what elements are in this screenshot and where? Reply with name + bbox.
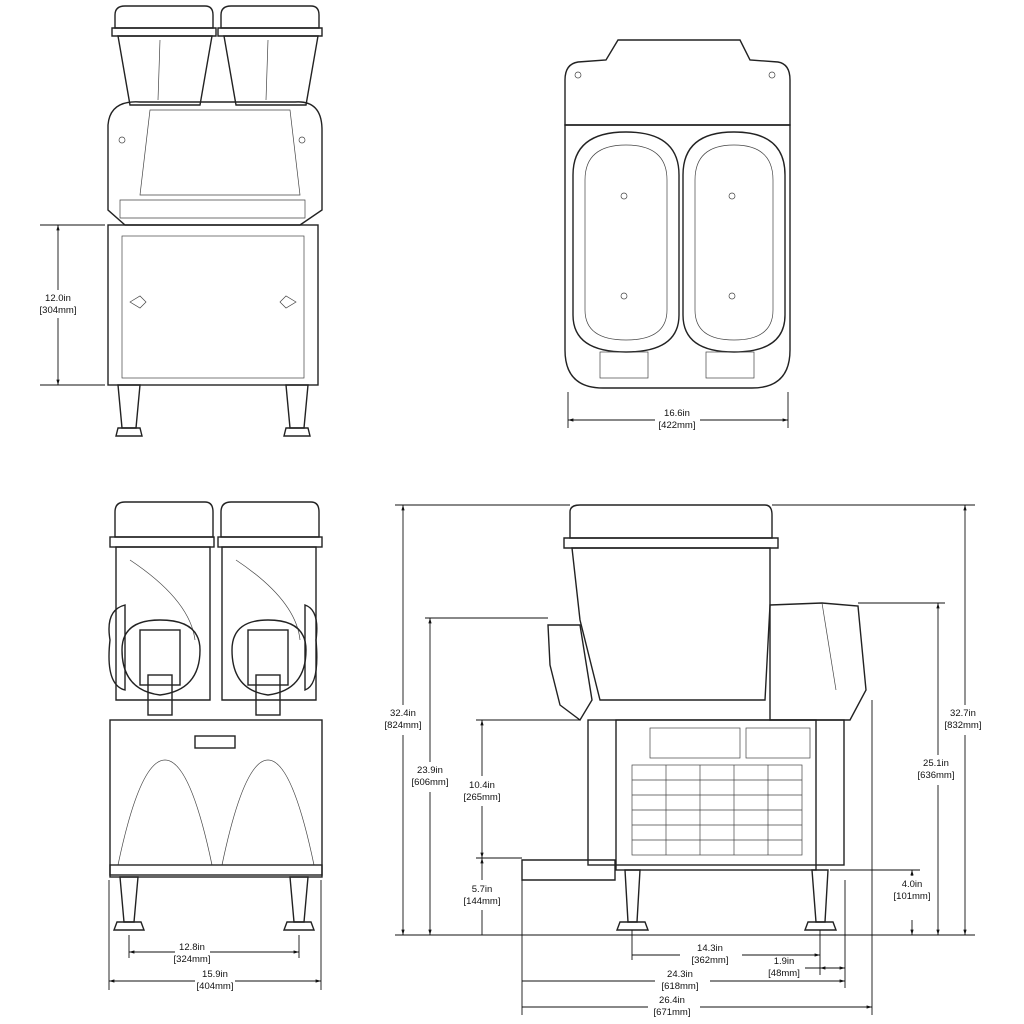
dim-832mm: [832mm] [945, 720, 982, 731]
dim-12-8in: 12.8in [179, 942, 205, 953]
dim-32-4in: 32.4in [390, 708, 416, 719]
dim-15-9in: 15.9in [202, 969, 228, 980]
dim-304mm: [304mm] [40, 305, 77, 316]
dim-824mm: [824mm] [385, 720, 422, 731]
dim-671mm: [671mm] [654, 1007, 691, 1018]
top-view: 16.6in [422mm] [564, 39, 791, 431]
dim-422mm: [422mm] [659, 420, 696, 431]
dim-16-6in: 16.6in [664, 408, 690, 419]
dim-606mm: [606mm] [412, 777, 449, 788]
side-view: 32.4in [824mm] 23.9in [606mm] 10.4in [26… [385, 504, 982, 1018]
dim-101mm: [101mm] [894, 891, 931, 902]
dim-10-4in: 10.4in [469, 780, 495, 791]
dim-25-1in: 25.1in [923, 758, 949, 769]
dim-24-3in: 24.3in [667, 969, 693, 980]
front-view: 12.8in [324mm] 15.9in [404mm] [108, 501, 323, 992]
front-view-open: 12.0in [304mm] [40, 5, 323, 437]
dim-1-9in: 1.9in [774, 956, 795, 967]
dim-26-4in: 26.4in [659, 995, 685, 1006]
dim-23-9in: 23.9in [417, 765, 443, 776]
dim-618mm: [618mm] [662, 981, 699, 992]
vent-grille [631, 764, 803, 856]
dim-636mm: [636mm] [918, 770, 955, 781]
dim-324mm: [324mm] [174, 954, 211, 965]
dim-265mm: [265mm] [464, 792, 501, 803]
dim-5-7in: 5.7in [472, 884, 493, 895]
dim-14-3in: 14.3in [697, 943, 723, 954]
dim-12in: 12.0in [45, 293, 71, 304]
dim-144mm: [144mm] [464, 896, 501, 907]
dim-404mm: [404mm] [197, 981, 234, 992]
dim-4-0in: 4.0in [902, 879, 923, 890]
dim-48mm: [48mm] [768, 968, 800, 979]
dim-362mm: [362mm] [692, 955, 729, 966]
dim-32-7in: 32.7in [950, 708, 976, 719]
